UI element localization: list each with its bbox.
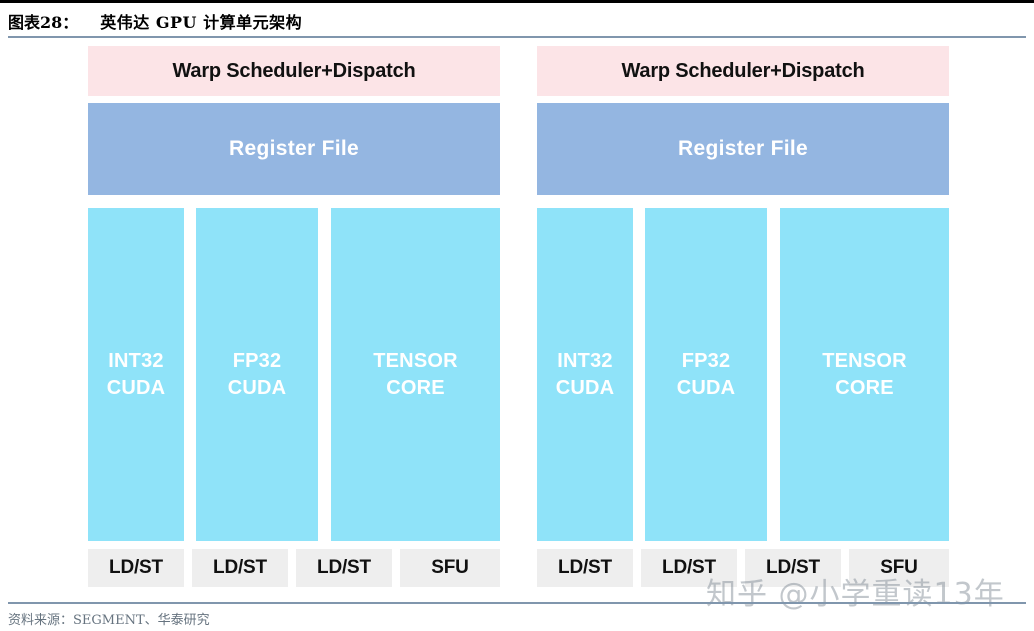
unit-box-ldst-2-left: LD/ST (192, 549, 288, 587)
unit-box-sfu-right: SFU (849, 549, 949, 587)
title-divider (8, 36, 1026, 38)
sm-partition-right: Warp Scheduler+Dispatch Register File IN… (537, 43, 949, 591)
core-block-tensor-core-left: TENSOR CORE (331, 208, 500, 541)
core-block-int32-cuda-right: INT32 CUDA (537, 208, 633, 541)
gpu-architecture-diagram: Warp Scheduler+Dispatch Register File IN… (0, 43, 1034, 593)
memory-unit-row-left: LD/ST LD/ST LD/ST SFU (88, 549, 500, 587)
core-label-tensor-core: TENSOR CORE (373, 349, 458, 399)
core-columns-right: INT32 CUDA FP32 CUDA TENSOR CORE (537, 208, 949, 541)
unit-box-sfu-left: SFU (400, 549, 500, 587)
unit-label-ldst-3: LD/ST (766, 557, 820, 578)
core-label-int32-cuda: INT32 CUDA (106, 349, 166, 399)
unit-label-ldst-2: LD/ST (662, 557, 716, 578)
unit-box-ldst-1-right: LD/ST (537, 549, 633, 587)
core-block-fp32-cuda-right: FP32 CUDA (645, 208, 767, 541)
memory-unit-row-right: LD/ST LD/ST LD/ST SFU (537, 549, 949, 587)
core-block-tensor-core-right: TENSOR CORE (780, 208, 949, 541)
unit-label-sfu: SFU (431, 557, 469, 578)
page-title: 英伟达 GPU 计算单元架构 (100, 13, 303, 32)
figure-number-label: 图表28： (8, 13, 79, 32)
warp-scheduler-label: Warp Scheduler+Dispatch (621, 59, 865, 82)
unit-label-ldst-2: LD/ST (213, 557, 267, 578)
register-file-box-left: Register File (88, 103, 500, 195)
unit-box-ldst-1-left: LD/ST (88, 549, 184, 587)
sm-partition-left: Warp Scheduler+Dispatch Register File IN… (88, 43, 500, 591)
unit-box-ldst-3-right: LD/ST (745, 549, 841, 587)
unit-label-sfu: SFU (880, 557, 918, 578)
unit-box-ldst-2-right: LD/ST (641, 549, 737, 587)
unit-box-ldst-3-left: LD/ST (296, 549, 392, 587)
register-file-label: Register File (229, 137, 359, 160)
unit-label-ldst-1: LD/ST (558, 557, 612, 578)
core-label-tensor-core: TENSOR CORE (822, 349, 907, 399)
warp-scheduler-label: Warp Scheduler+Dispatch (172, 59, 416, 82)
core-label-int32-cuda: INT32 CUDA (555, 349, 615, 399)
unit-label-ldst-1: LD/ST (109, 557, 163, 578)
register-file-box-right: Register File (537, 103, 949, 195)
unit-label-ldst-3: LD/ST (317, 557, 371, 578)
core-label-fp32-cuda: FP32 CUDA (227, 349, 287, 399)
core-block-fp32-cuda-left: FP32 CUDA (196, 208, 318, 541)
warp-scheduler-box-left: Warp Scheduler+Dispatch (88, 46, 500, 96)
footer-divider (8, 602, 1026, 604)
source-note: 资料来源：SEGMENT、华泰研究 (8, 613, 210, 628)
figure-title-bar: 图表28： 英伟达 GPU 计算单元架构 (8, 8, 1026, 34)
core-columns-left: INT32 CUDA FP32 CUDA TENSOR CORE (88, 208, 500, 541)
core-label-fp32-cuda: FP32 CUDA (676, 349, 736, 399)
core-block-int32-cuda-left: INT32 CUDA (88, 208, 184, 541)
register-file-label: Register File (678, 137, 808, 160)
warp-scheduler-box-right: Warp Scheduler+Dispatch (537, 46, 949, 96)
